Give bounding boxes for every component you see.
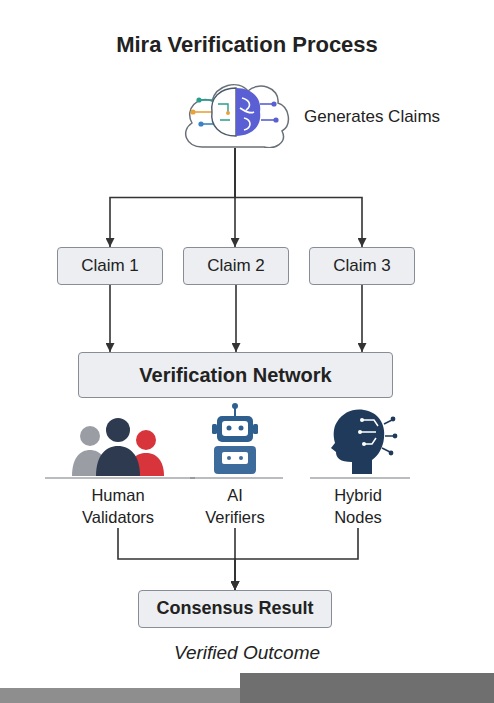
base-line [45, 477, 195, 478]
robot-panel [222, 452, 248, 464]
node-text: Consensus Result [156, 598, 313, 620]
robot-antenna-tip [232, 403, 238, 409]
cloud-shape [186, 85, 289, 148]
flow-arrow [118, 528, 235, 590]
person-body [72, 450, 108, 476]
robot-light [239, 456, 243, 460]
people-icon [45, 418, 195, 478]
circuit-line [360, 420, 378, 444]
flow-arrow [235, 528, 358, 590]
flow-arrow [361, 285, 363, 352]
person-head [106, 418, 130, 442]
flow-arrow [110, 148, 235, 247]
node-text: AI Verifiers [200, 484, 270, 528]
robot-light [227, 456, 231, 460]
head-silhouette [331, 410, 384, 475]
claim-box: Claim 2 [183, 247, 289, 285]
circuit-dot [360, 418, 364, 422]
node-text: Claim 2 [207, 256, 265, 276]
node-text: Human Validators [77, 484, 159, 528]
network-box: Verification Network [78, 352, 393, 398]
claim-box: Claim 3 [309, 247, 415, 285]
circuit-dot [389, 451, 394, 456]
circuit-dot [358, 430, 362, 434]
node-text: Claim 1 [81, 256, 139, 276]
verifier-group: Hybrid Nodes [308, 482, 408, 528]
claim-box: Claim 1 [57, 247, 163, 285]
diagram-title: Mira Verification Process [0, 30, 494, 60]
person-head [80, 426, 100, 446]
robot-head [217, 416, 253, 442]
robot-icon [190, 403, 283, 478]
cloud-outline [178, 76, 292, 148]
circuit-dot [362, 442, 366, 446]
footer-bar [240, 673, 494, 703]
robot-eye [239, 426, 244, 431]
robot-ear [253, 424, 258, 434]
hybrid-head-icon [310, 410, 410, 479]
base-line [190, 477, 283, 478]
verifier-group: AI Verifiers [190, 482, 280, 528]
node-text: Verification Network [139, 363, 331, 387]
footer-bar [0, 688, 494, 703]
node-text: Hybrid Nodes [322, 484, 394, 528]
robot-antenna [234, 408, 236, 416]
circuit-dot [393, 434, 398, 439]
robot-ear [212, 424, 217, 434]
robot-eye [227, 426, 232, 431]
outcome-note: Verified Outcome [0, 640, 494, 666]
verifier-group: Human Validators [68, 482, 168, 528]
person-body [96, 446, 140, 476]
base-line [310, 477, 410, 478]
node-text: Claim 3 [333, 256, 391, 276]
person-head [136, 430, 156, 450]
circuit-line [382, 420, 394, 452]
robot-body [214, 446, 256, 474]
circuit-dot [391, 417, 396, 422]
node-text: Generates Claims [304, 107, 440, 127]
cloud-node: Generates Claims [178, 76, 292, 148]
flow-arrow [109, 285, 111, 352]
result-box: Consensus Result [138, 590, 332, 628]
flow-arrow [235, 285, 237, 352]
flow-arrow [235, 148, 362, 247]
robot-face [222, 421, 248, 436]
person-body [128, 453, 164, 476]
